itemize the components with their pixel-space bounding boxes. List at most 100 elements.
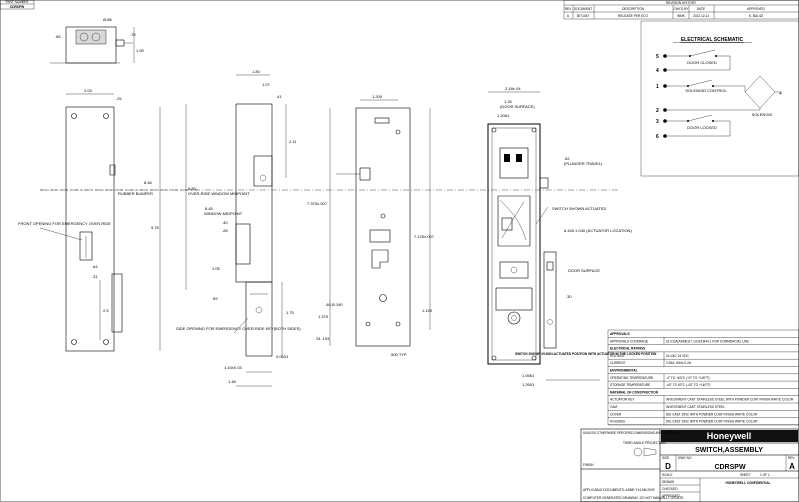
terminal-5: 5 <box>656 54 659 60</box>
top-view: Ø.86 .85 .75 1.99 <box>50 17 145 64</box>
spec-label: APPROVALS <box>610 332 630 336</box>
dwg-no-value: CDRSPW <box>714 464 746 471</box>
dim-64: .64 <box>92 264 98 269</box>
label-door-closed: DOOR CLOSED <box>687 60 717 65</box>
label-front-opening: FRONT OPENING FOR EMERGENCY OVER-RIDE <box>18 221 111 226</box>
label-door-surface-2: DOOR SURFACE <box>568 268 600 273</box>
rev-header-description: DESCRIPTION <box>622 7 644 11</box>
rev-cell-date: 2012-12-11 <box>693 14 709 18</box>
dim-211: 2.11 <box>289 139 297 144</box>
rev-header-chkd: CHK'D BY <box>674 7 690 11</box>
spec-label: COVER <box>610 412 622 416</box>
schematic-title: ELECTRICAL SCHEMATIC <box>681 37 744 43</box>
dim-148: 1.48 <box>228 379 237 384</box>
spec-value: -40° TO 60°C (-40° TO +140°F) <box>666 383 710 387</box>
dim-846: 8.46 <box>144 180 153 185</box>
terminal-1: 1 <box>656 84 659 90</box>
label-override-window: OVER-RIDE WINDOW MIDPOINT <box>188 191 250 196</box>
dim-180: 1.80 <box>252 69 261 74</box>
dim-126: 1.26 <box>504 99 513 104</box>
dim-1375: 1.375 <box>318 314 329 319</box>
sheet-label: SHEET <box>740 473 751 477</box>
rev-cell-chkd: WMK <box>677 14 686 18</box>
rev-cell-approved: K. BAL4JI <box>749 14 763 18</box>
rectifier-plus: + <box>779 91 782 97</box>
label-solenoid: SOLENOID <box>752 112 773 117</box>
corner-tag-line1: PART NUMBER <box>6 0 30 4</box>
spec-label: MATERIAL OF CONSTRUCTION <box>610 390 659 394</box>
dim-75: .75 <box>130 32 136 37</box>
dim-218: 2.18±.04 <box>505 86 521 91</box>
computer-generated-note: COMPUTER GENERATED DRAWING. DO NOT MANUA… <box>583 496 683 500</box>
terminal-3: 3 <box>656 119 659 125</box>
spec-value: INVESTMENT CAST STAINLESS STEEL WITH POW… <box>666 398 794 402</box>
dim-199: 1.99 <box>136 48 145 53</box>
dim-24: 24 .193 <box>316 336 330 341</box>
dim-975: 9.75 <box>151 225 160 230</box>
dim-030: .30 <box>566 294 572 299</box>
dim-52: .52 <box>564 156 570 161</box>
company-banner <box>661 430 798 442</box>
terminal-6: 6 <box>656 134 659 140</box>
finish-label: FINISH <box>583 463 594 467</box>
spec-label: STORAGE TEMPERATURE <box>610 383 650 387</box>
back-view: 1.200 7.375±.007 7.125±.007 1.375 .48 Ø.… <box>307 94 435 357</box>
dim-28: .28 <box>222 228 228 233</box>
dim-680: 6.80 <box>188 186 197 191</box>
rev-cell-rev: A <box>567 14 570 18</box>
revision-history-title: REVISION HISTORY <box>666 1 697 5</box>
dim-59: .59 <box>212 296 218 301</box>
dim-dia: Ø.86 <box>103 17 112 22</box>
spec-label: CURRENT <box>610 361 626 365</box>
dim-10561: 1.0561 <box>522 373 535 378</box>
spec-label: CAM <box>610 405 617 409</box>
dim-500: .500 TYP <box>390 352 407 357</box>
rev-label: REV <box>788 456 795 460</box>
dim-25: .25 <box>116 96 122 101</box>
spec-label: OPERATING TEMPERATURE <box>610 376 653 380</box>
spec-value: INVESTMENT CAST STAINLESS STEEL <box>666 405 725 409</box>
side-view: 1.80 1.07 .41 2.11 6.80 OVER-RIDE WINDOW… <box>176 69 301 387</box>
rev-header-approved: APPROVED <box>747 7 765 11</box>
dim-48: .48 Ø.190 <box>325 302 343 307</box>
applicable-documents: APPLICABLE DOCUMENTS: ASME Y14.5M-2009 <box>583 488 655 492</box>
corner-tag: PART NUMBER CDRSPW <box>0 0 35 10</box>
label-solenoid-control: SOLENOID CONTROL <box>685 88 727 93</box>
third-angle-label: THIRD ANGLE PROJECTION <box>623 441 666 445</box>
spec-label: ACTUATOR KEY <box>610 398 635 402</box>
rev-header-date: DATE <box>697 7 705 11</box>
tolerance-title: UNLESS OTHERWISE SPECIFIED DIMENSIONS AR… <box>583 431 679 435</box>
label-plunger-travel: (PLUNGER TRAVEL) <box>564 161 603 166</box>
size-value: D <box>665 462 671 471</box>
terminal-2: 2 <box>656 108 659 114</box>
drawing-title: SWITCH,ASSEMBLY <box>695 447 763 454</box>
dim-1200: 1.200 <box>372 94 383 99</box>
dim-7125: 7.125±.007 <box>414 234 435 239</box>
dim-203: 2.03 <box>84 88 93 93</box>
rev-cell-description: RELEASE PER ECO <box>618 14 648 18</box>
spec-value: DIE CAST ZINC WITH POWDER COAT FINISH WH… <box>666 412 758 416</box>
dim-12061: 1.2061 <box>497 113 510 118</box>
spec-value: DIE CAST ZINC WITH POWDER COAT FINISH WH… <box>666 420 758 424</box>
front-view-left: 2.03 .25 RUBBER BUMPER 8.46 9.75 FRONT O… <box>18 88 200 352</box>
spec-value: UL/CSA(ASME)17.1/CSA B44.1 FOR COMMERCIA… <box>666 339 749 343</box>
dim-041: .41 <box>276 94 282 99</box>
corner-tag-line2: CDRSPW <box>10 5 24 9</box>
dim-85: .85 <box>55 34 61 39</box>
spec-value: 0.35A, 60Hz 0.2A <box>666 361 692 365</box>
rev-cell-document: 5071457 <box>577 14 590 18</box>
spec-label: APPROVALS COVERAGE <box>610 339 648 343</box>
approved-label: APPROVED <box>662 494 680 498</box>
dwg-no-label: DWG NO <box>678 456 692 460</box>
dim-115: 1.15±0.03 <box>224 365 243 370</box>
dim-1125: 1.125 <box>422 308 433 313</box>
spec-label: ELECTRICAL RATINGS <box>610 347 645 351</box>
sheet-value: 1 OF 1 <box>760 473 770 477</box>
spec-value: 24 VAC 24 VDC <box>666 354 689 358</box>
spec-label: HOUSING <box>610 420 625 424</box>
label-side-opening: SIDE OPENING FOR EMERGENCY OVER-RIDE KEY… <box>176 326 301 331</box>
checked-label: CHECKED <box>662 487 678 491</box>
dim-25b: 2.5 <box>103 308 109 313</box>
